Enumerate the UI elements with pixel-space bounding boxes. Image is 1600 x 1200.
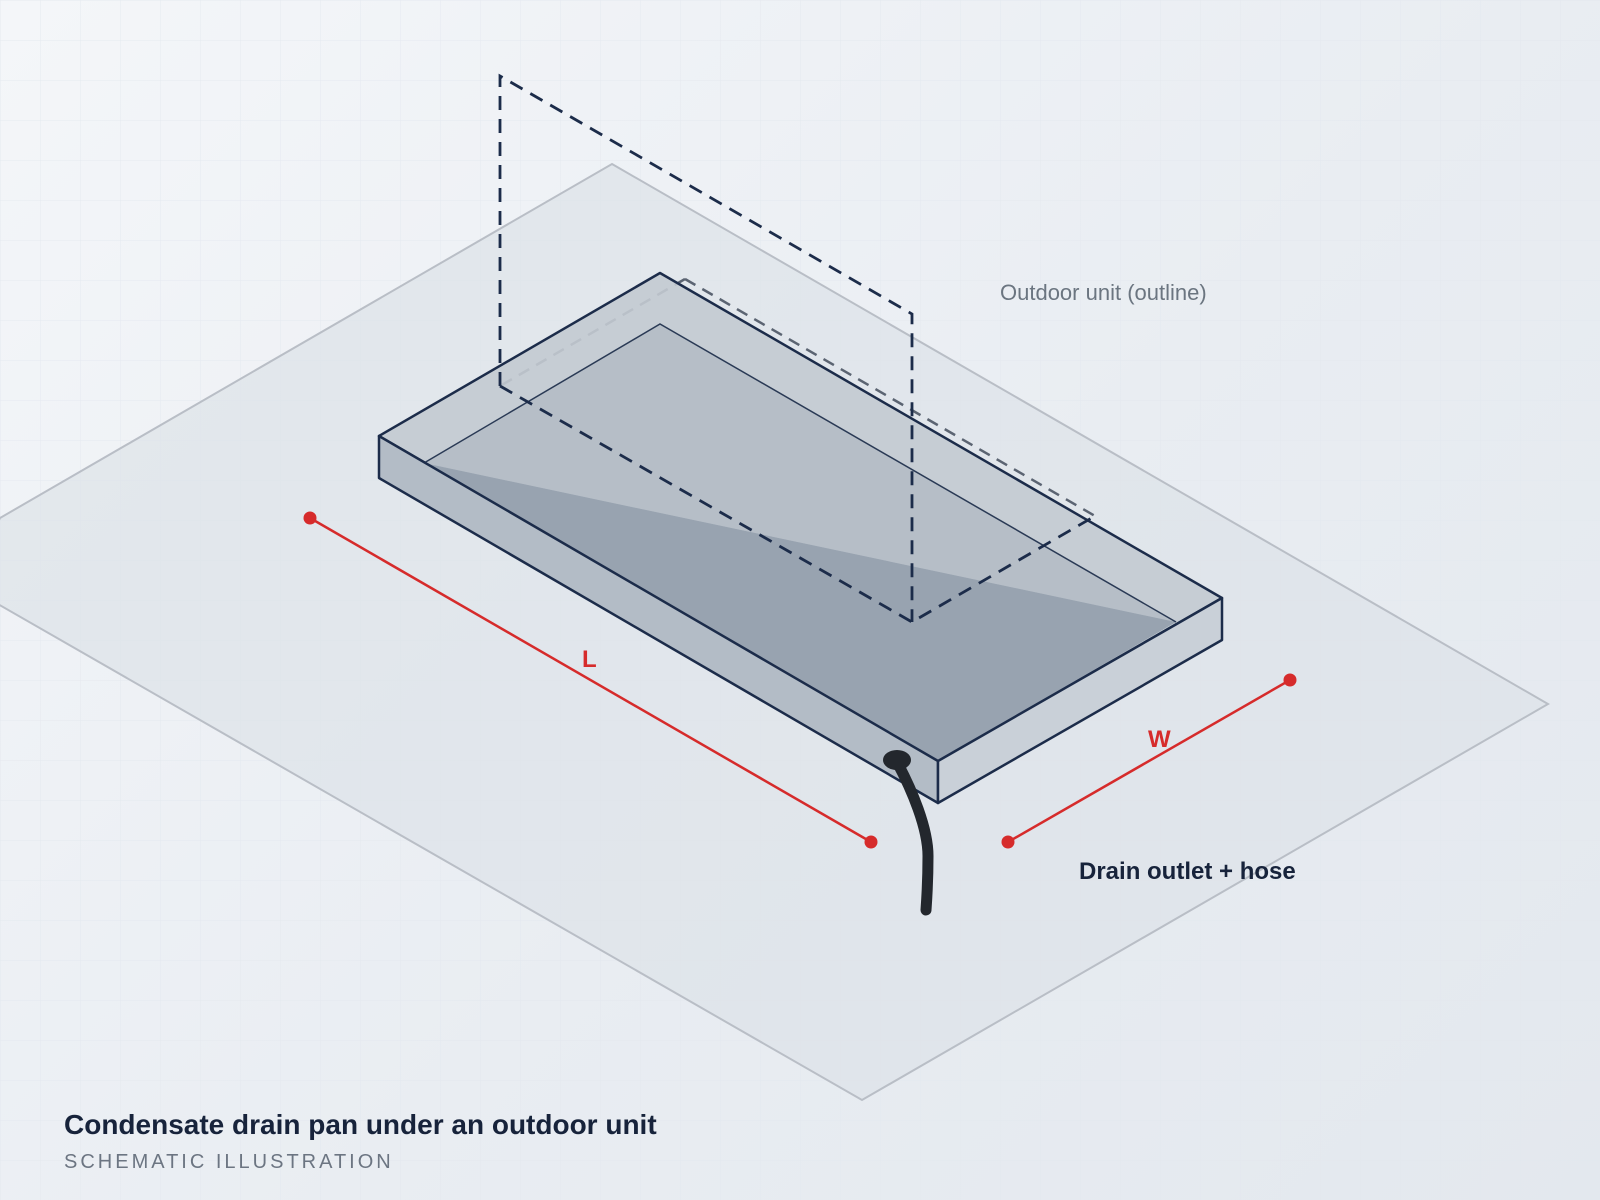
length-dimension [303,511,878,849]
width-dimension-start-dot [1001,835,1015,849]
caption: Condensate drain pan under an outdoor un… [64,1108,657,1174]
drain-outlet-icon [883,750,911,770]
length-dimension-end-dot [864,835,878,849]
pan-inner-floor-back [424,324,1176,622]
length-label: L [582,646,597,673]
caption-subtitle: SCHEMATIC ILLUSTRATION [64,1151,394,1173]
outdoor-unit-label: Outdoor unit (outline) [1000,280,1207,305]
pan-inner-floor [424,463,1176,761]
drain-hose [883,750,934,916]
width-dimension [1001,673,1297,849]
length-dimension-line [309,516,872,844]
drain-outlet-label: Drain outlet + hose [1079,858,1296,885]
width-dimension-line [1007,678,1291,844]
pan-front-right-wall [936,596,1224,805]
drain-hose-pipe [891,756,934,916]
width-label: W [1148,726,1171,753]
caption-title: Condensate drain pan under an outdoor un… [64,1109,657,1140]
length-dimension-start-dot [303,511,317,525]
width-dimension-end-dot [1283,673,1297,687]
pan-inner-edge [423,323,1177,623]
